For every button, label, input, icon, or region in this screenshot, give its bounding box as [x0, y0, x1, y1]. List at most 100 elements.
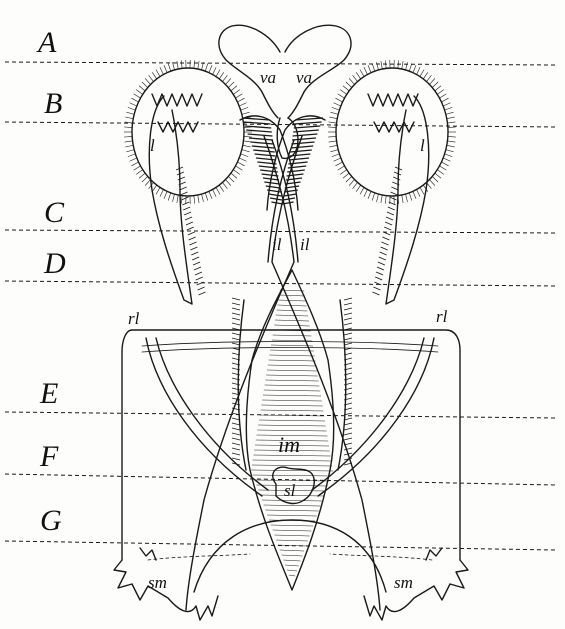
bristle [368, 191, 371, 198]
stipple-row [262, 500, 322, 501]
bristle [139, 86, 145, 91]
outer-lobe-right [336, 68, 448, 196]
bristle [222, 182, 227, 188]
bristle [149, 75, 154, 81]
bristle [241, 107, 249, 110]
bristle [164, 65, 167, 72]
bristle [243, 141, 251, 142]
bristle [385, 60, 386, 68]
claw-dashed-left [148, 554, 250, 560]
bristle [213, 190, 217, 197]
bristle [242, 150, 250, 152]
bristle [328, 136, 336, 137]
stipple-row [263, 395, 321, 396]
stipple-row [266, 375, 318, 376]
section-label-b: B [44, 87, 62, 120]
bristle [372, 64, 374, 72]
bristle [160, 67, 164, 74]
arm-hatch-stroke [393, 177, 400, 180]
part-label-l-right: l [420, 136, 425, 155]
spine-bristle [344, 303, 352, 305]
stipple-row [276, 540, 308, 541]
bristle [429, 180, 434, 186]
part-label-sm-right: sm [394, 573, 413, 592]
stipple-row [287, 570, 297, 571]
bristle [398, 60, 399, 68]
arm-hatch-stroke [382, 242, 389, 245]
part-label-sm-left: sm [148, 573, 167, 592]
bristle [235, 94, 242, 98]
claw-left-tip [140, 548, 156, 560]
spine-bristle [344, 378, 352, 380]
bristle [124, 136, 132, 137]
guide-line-f [5, 474, 555, 485]
bristle [334, 103, 341, 106]
guide-line-g [5, 541, 555, 550]
spine-bristle [232, 443, 240, 445]
bristle [242, 112, 250, 114]
bristle [409, 193, 411, 201]
stipple-row [289, 575, 295, 576]
arm-hatch-stroke [198, 287, 205, 290]
stipple-row [267, 515, 317, 516]
lower-arch [194, 520, 386, 592]
bristle [340, 90, 346, 95]
arm-hatch-stroke [189, 237, 196, 240]
dark-hatch-stroke [252, 146, 274, 148]
spine-bristle [344, 298, 352, 300]
bristle [142, 176, 148, 182]
bristle [417, 67, 421, 74]
guide-line-c [5, 230, 555, 233]
stipple-row [265, 385, 320, 386]
claw-dashed-right [330, 554, 432, 560]
arm-hatch-stroke [188, 232, 195, 235]
bristle [364, 67, 368, 74]
stipple-row [280, 550, 304, 551]
arm-hatch-stroke [387, 212, 394, 215]
zigzag-row-right-2 [374, 122, 414, 132]
bristle [353, 182, 358, 188]
bristle [446, 150, 454, 152]
bristle [209, 191, 212, 198]
bristle [343, 86, 349, 91]
bristle [216, 187, 220, 194]
bristle [194, 196, 195, 204]
dark-hatch-stroke [264, 182, 279, 184]
dark-hatch-stroke [294, 122, 321, 124]
lower-claws [114, 520, 468, 620]
bristle [219, 72, 223, 79]
bristle [139, 173, 145, 178]
bristle [448, 136, 456, 137]
bristle [136, 170, 142, 175]
dark-hatch-stroke [293, 134, 318, 136]
bristle [134, 94, 141, 98]
arm-hatch-stroke [191, 252, 198, 255]
dark-hatch-stroke [250, 142, 273, 144]
bristle [228, 176, 234, 182]
arm-hatch-stroke [196, 277, 203, 280]
arm-hatch-stroke [385, 222, 392, 225]
bristle [202, 194, 204, 202]
arm-hatch-stroke [199, 292, 206, 295]
stipple-row [258, 425, 326, 426]
spine-bristle [232, 338, 240, 340]
section-guides [5, 62, 555, 550]
bristle [353, 75, 358, 81]
bristle [145, 180, 150, 186]
bristle [128, 107, 136, 110]
bristle [152, 72, 156, 79]
bristle [329, 117, 337, 119]
arm-hatch-stroke [378, 262, 385, 265]
stipple-row [274, 535, 309, 536]
bristle [343, 173, 349, 178]
bristle [447, 122, 455, 123]
bristle [420, 70, 424, 77]
spine-bristle [232, 428, 240, 430]
stipple-row [278, 300, 306, 301]
bristle [448, 127, 456, 128]
bristle [447, 141, 455, 142]
dark-hatch-stroke [284, 194, 297, 196]
bristle [233, 90, 239, 95]
bristle [130, 103, 137, 106]
dark-hatch-stroke [294, 126, 320, 128]
